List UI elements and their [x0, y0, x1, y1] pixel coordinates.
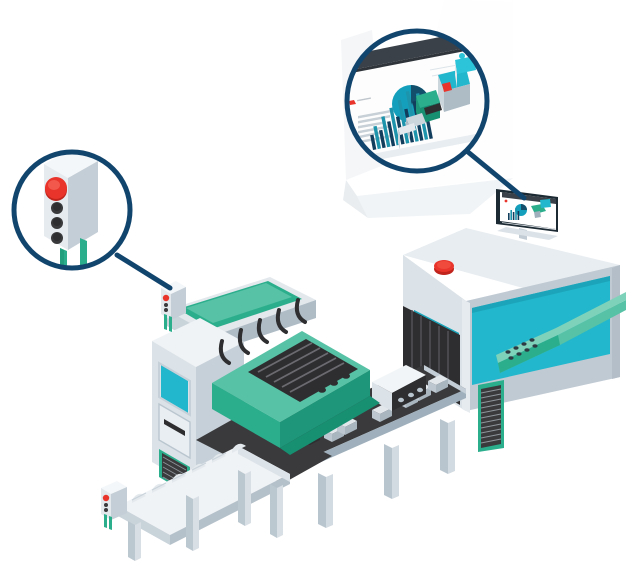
canopy-keypad-dots — [505, 338, 538, 360]
status-monitor — [496, 189, 558, 240]
dashboard-logo-icon — [349, 97, 372, 105]
magnified-control-box — [44, 152, 98, 268]
inspection-station — [403, 189, 626, 452]
output-conveyor — [101, 443, 290, 561]
machine-slot — [164, 419, 185, 436]
vent-grille-lines — [480, 388, 502, 444]
magnifier-ring-right — [344, 28, 490, 174]
magnifier-handle-left — [114, 252, 173, 291]
magnifier-handle-right — [465, 149, 527, 201]
dashboard-magnifier — [344, 28, 527, 201]
control-station-lower[interactable] — [101, 481, 127, 530]
output-conveyor-legs — [128, 470, 283, 561]
nozzle-tubes — [218, 298, 307, 365]
dashboard-machine-thumb — [398, 56, 476, 150]
conveyor-rollers — [131, 443, 246, 503]
emergency-stop-button[interactable] — [434, 260, 454, 275]
control-box-magnifier — [11, 149, 173, 291]
print-head-buttons[interactable] — [318, 373, 350, 393]
print-plate — [248, 339, 358, 402]
magnifier-ring-left — [11, 149, 133, 271]
magnified-dashboard — [347, 31, 486, 167]
belt-control-box-2[interactable] — [372, 365, 426, 411]
conveyor-legs — [318, 419, 455, 528]
machine-top — [152, 318, 244, 367]
control-station-upper[interactable] — [161, 281, 186, 332]
printing-machine — [152, 277, 380, 495]
output-belt-surface — [118, 446, 290, 535]
